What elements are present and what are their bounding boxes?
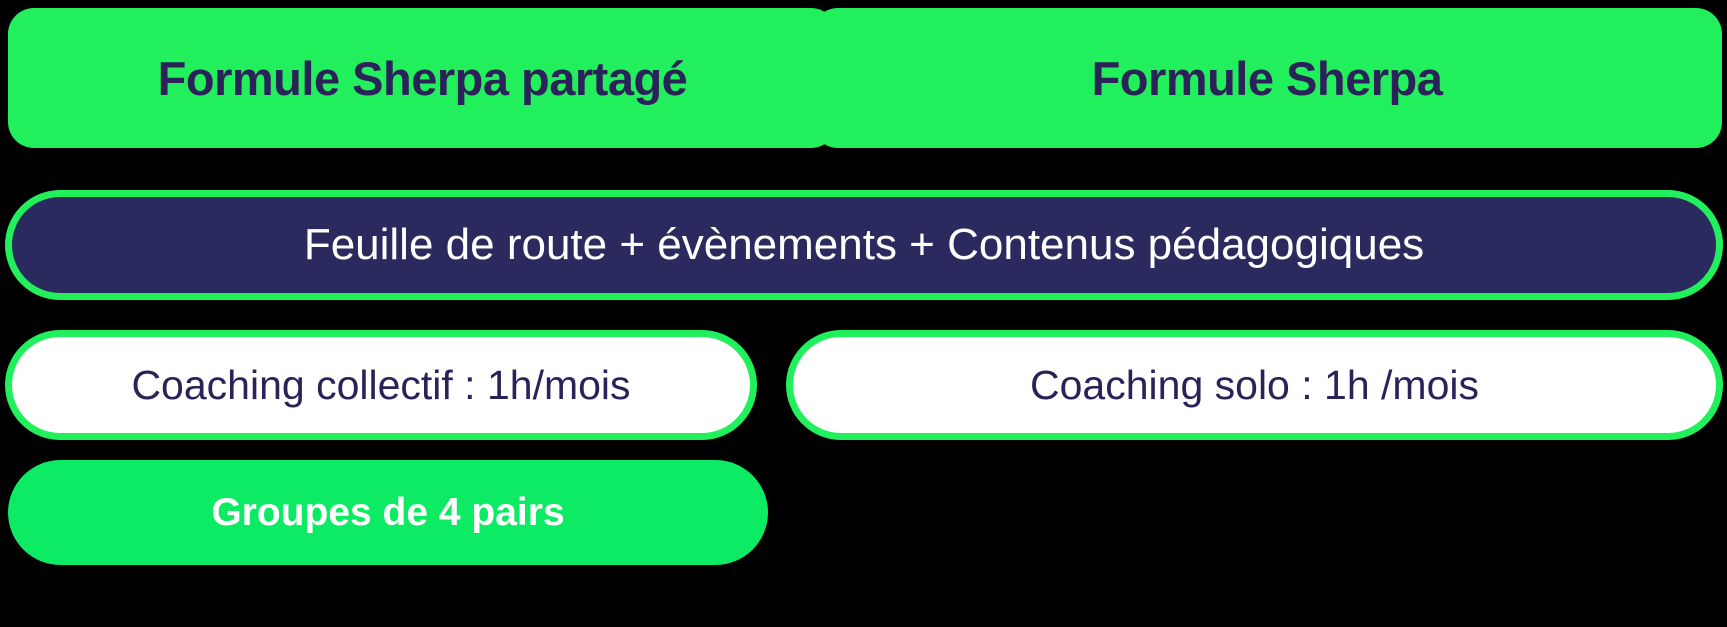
plan-feature-solo-coaching-label: Coaching solo : 1h /mois	[1030, 361, 1479, 408]
plan-feature-solo-coaching[interactable]: Coaching solo : 1h /mois	[786, 330, 1723, 440]
plan-card-shared-title: Formule Sherpa partagé	[157, 51, 688, 105]
plan-card-solo-header[interactable]: Formule Sherpa	[812, 8, 1722, 148]
plan-feature-shared-coaching-label: Coaching collectif : 1h/mois	[131, 361, 631, 408]
plan-feature-shared-group-size-label: Groupes de 4 pairs	[211, 490, 565, 534]
plan-feature-shared-group-size[interactable]: Groupes de 4 pairs	[8, 460, 768, 565]
plan-card-shared-header[interactable]: Formule Sherpa partagé	[8, 8, 837, 148]
shared-feature-roadmap-label: Feuille de route + évènements + Contenus…	[303, 220, 1425, 269]
plan-feature-shared-coaching[interactable]: Coaching collectif : 1h/mois	[5, 330, 757, 440]
plan-card-solo-title: Formule Sherpa	[1091, 51, 1443, 105]
shared-feature-roadmap-banner[interactable]: Feuille de route + évènements + Contenus…	[5, 190, 1723, 300]
